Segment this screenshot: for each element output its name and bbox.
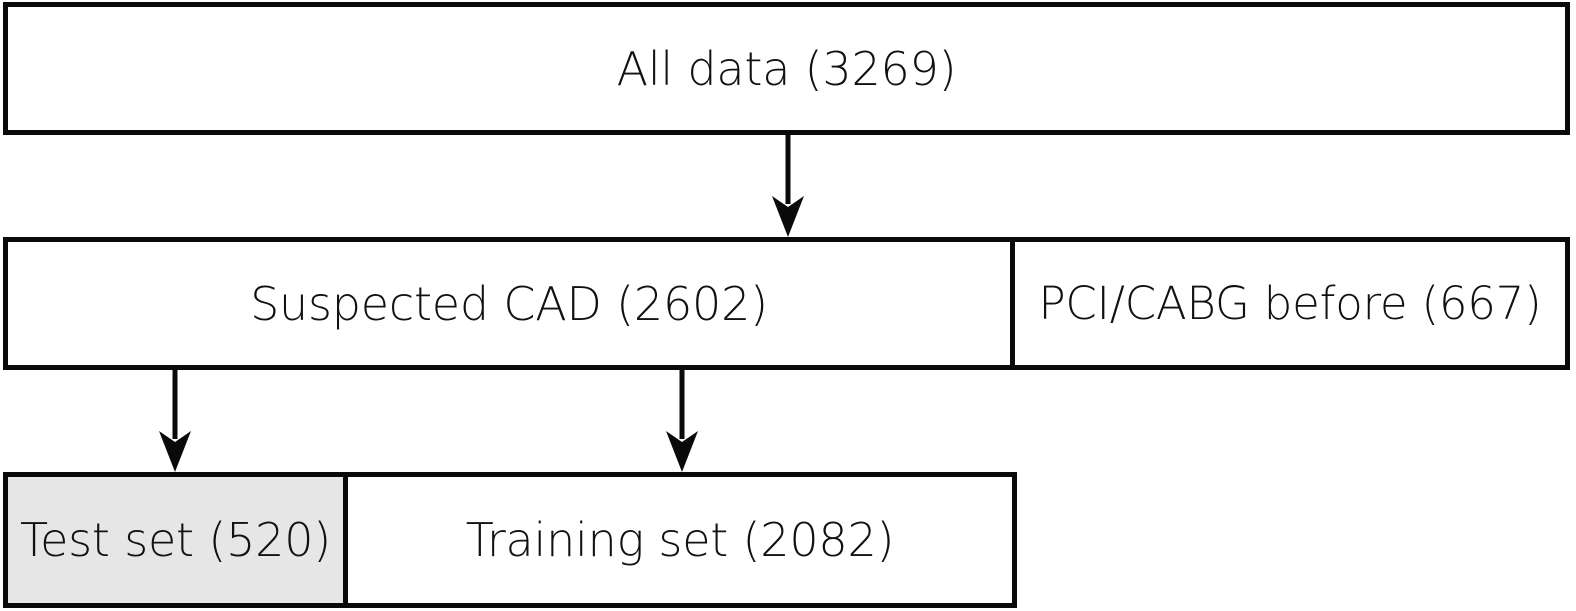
- edge-suspected-cad-to-test-set: [159, 369, 191, 473]
- node-training-set[interactable]: Training set (2082): [348, 477, 1012, 603]
- node-pci-cabg-before-label: PCI/CABG before (667): [1038, 277, 1542, 330]
- row-sets: Test set (520) Training set (2082): [3, 472, 1017, 608]
- node-pci-cabg-before[interactable]: PCI/CABG before (667): [1015, 242, 1565, 365]
- node-suspected-cad[interactable]: Suspected CAD (2602): [8, 242, 1015, 365]
- node-training-set-label: Training set (2082): [465, 513, 895, 567]
- node-all-data[interactable]: All data (3269): [3, 2, 1570, 135]
- node-all-data-label: All data (3269): [616, 41, 957, 96]
- node-suspected-cad-label: Suspected CAD (2602): [250, 276, 768, 331]
- edge-all-data-to-suspected-cad: [772, 134, 804, 238]
- node-test-set[interactable]: Test set (520): [8, 477, 348, 603]
- row-cohort: Suspected CAD (2602) PCI/CABG before (66…: [3, 237, 1570, 370]
- node-test-set-label: Test set (520): [19, 513, 332, 567]
- edge-suspected-cad-to-training-set: [666, 369, 698, 473]
